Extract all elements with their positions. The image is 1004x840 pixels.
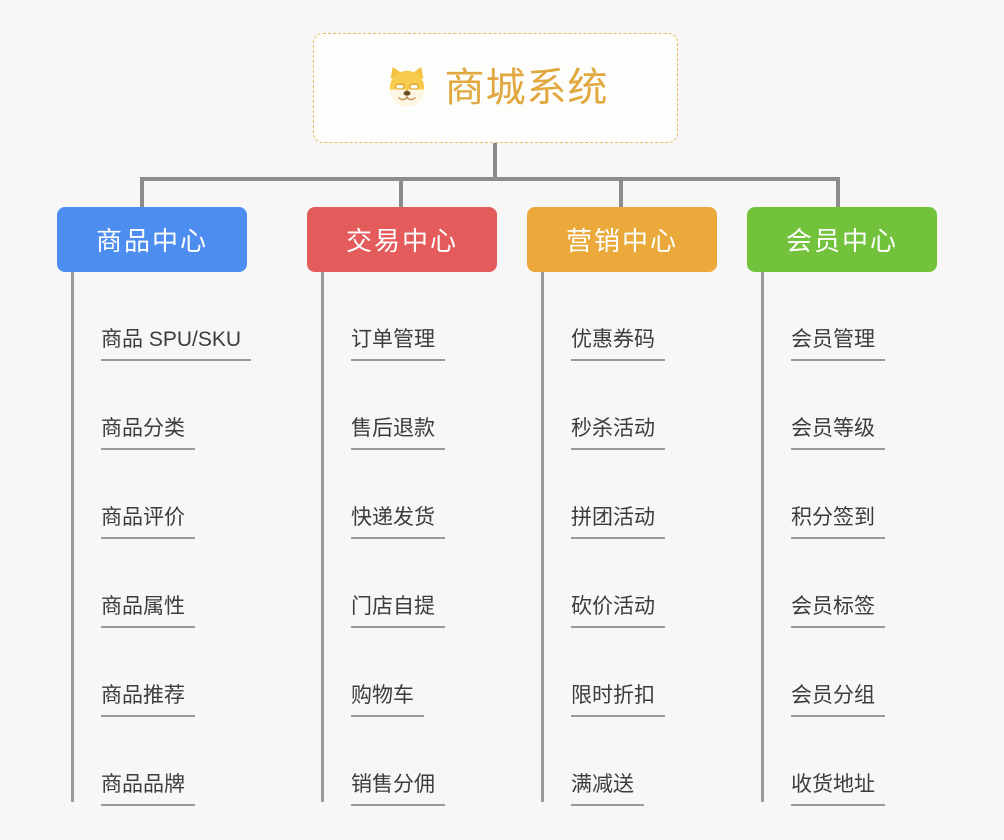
- list-item[interactable]: 会员分组: [761, 628, 937, 717]
- list-item[interactable]: 商品评价: [71, 450, 247, 539]
- list-item-label: 商品 SPU/SKU: [101, 327, 252, 361]
- leaf-spine: [541, 272, 544, 802]
- leaf-list-marketing: 优惠券码 秒杀活动 拼团活动 砍价活动 限时折扣 满减送: [541, 272, 717, 806]
- category-box-product[interactable]: 商品中心: [57, 207, 247, 272]
- list-item-label: 商品属性: [101, 594, 195, 628]
- list-item-label: 秒杀活动: [571, 416, 665, 450]
- list-item-label: 会员等级: [791, 416, 885, 450]
- root-node[interactable]: 商城系统: [313, 33, 678, 143]
- list-item[interactable]: 拼团活动: [541, 450, 717, 539]
- connector-drop-2: [619, 177, 623, 207]
- list-item-label: 商品分类: [101, 416, 195, 450]
- list-item-label: 会员标签: [791, 594, 885, 628]
- list-item-label: 商品推荐: [101, 683, 195, 717]
- list-item-label: 门店自提: [351, 594, 445, 628]
- category-column-marketing: 营销中心 优惠券码 秒杀活动 拼团活动 砍价活动 限时折扣 满减送: [527, 207, 717, 806]
- list-item-label: 商品评价: [101, 505, 195, 539]
- list-item-label: 收货地址: [791, 772, 885, 806]
- list-item[interactable]: 秒杀活动: [541, 361, 717, 450]
- list-item[interactable]: 购物车: [321, 628, 497, 717]
- shiba-dog-icon: [389, 67, 424, 107]
- list-item[interactable]: 商品品牌: [71, 717, 247, 806]
- category-column-product: 商品中心 商品 SPU/SKU 商品分类 商品评价 商品属性 商品推荐 商品品牌: [57, 207, 252, 806]
- list-item[interactable]: 商品分类: [71, 361, 247, 450]
- list-item[interactable]: 销售分佣: [321, 717, 497, 806]
- category-column-trade: 交易中心 订单管理 售后退款 快递发货 门店自提 购物车 销售分佣: [307, 207, 497, 806]
- list-item[interactable]: 商品 SPU/SKU: [71, 272, 252, 361]
- list-item-label: 会员分组: [791, 683, 885, 717]
- list-item-label: 销售分佣: [351, 772, 445, 806]
- list-item[interactable]: 订单管理: [321, 272, 497, 361]
- list-item-label: 积分签到: [791, 505, 885, 539]
- list-item[interactable]: 售后退款: [321, 361, 497, 450]
- connector-drop-0: [140, 177, 144, 207]
- leaf-list-trade: 订单管理 售后退款 快递发货 门店自提 购物车 销售分佣: [321, 272, 497, 806]
- category-box-marketing[interactable]: 营销中心: [527, 207, 717, 272]
- connector-bus: [140, 177, 840, 181]
- list-item-label: 会员管理: [791, 327, 885, 361]
- root-title: 商城系统: [444, 66, 609, 110]
- list-item-label: 售后退款: [351, 416, 445, 450]
- list-item-label: 限时折扣: [571, 683, 665, 717]
- leaf-list-product: 商品 SPU/SKU 商品分类 商品评价 商品属性 商品推荐 商品品牌: [71, 272, 252, 806]
- list-item[interactable]: 满减送: [541, 717, 717, 806]
- list-item-label: 砍价活动: [571, 594, 665, 628]
- list-item[interactable]: 商品属性: [71, 539, 247, 628]
- list-item-label: 商品品牌: [101, 772, 195, 806]
- leaf-list-member: 会员管理 会员等级 积分签到 会员标签 会员分组 收货地址: [761, 272, 937, 806]
- category-box-trade[interactable]: 交易中心: [307, 207, 497, 272]
- list-item[interactable]: 会员管理: [761, 272, 937, 361]
- category-box-member[interactable]: 会员中心: [747, 207, 937, 272]
- list-item[interactable]: 快递发货: [321, 450, 497, 539]
- leaf-spine: [321, 272, 324, 802]
- leaf-spine: [71, 272, 74, 802]
- list-item-label: 订单管理: [351, 327, 445, 361]
- list-item-label: 拼团活动: [571, 505, 665, 539]
- list-item[interactable]: 会员标签: [761, 539, 937, 628]
- list-item-label: 快递发货: [351, 505, 445, 539]
- list-item[interactable]: 积分签到: [761, 450, 937, 539]
- list-item-label: 优惠券码: [571, 327, 665, 361]
- leaf-spine: [761, 272, 764, 802]
- list-item-label: 满减送: [571, 772, 644, 806]
- list-item[interactable]: 限时折扣: [541, 628, 717, 717]
- list-item[interactable]: 优惠券码: [541, 272, 717, 361]
- list-item[interactable]: 砍价活动: [541, 539, 717, 628]
- connector-root-stem: [493, 143, 497, 179]
- connector-drop-1: [399, 177, 403, 207]
- connector-drop-3: [836, 177, 840, 207]
- category-column-member: 会员中心 会员管理 会员等级 积分签到 会员标签 会员分组 收货地址: [747, 207, 937, 806]
- list-item[interactable]: 会员等级: [761, 361, 937, 450]
- list-item-label: 购物车: [351, 683, 424, 717]
- list-item[interactable]: 门店自提: [321, 539, 497, 628]
- list-item[interactable]: 收货地址: [761, 717, 937, 806]
- list-item[interactable]: 商品推荐: [71, 628, 247, 717]
